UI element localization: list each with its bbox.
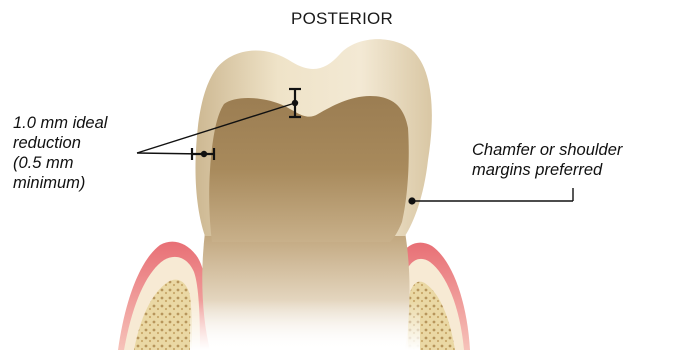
reduction-line-4: minimum) xyxy=(13,173,107,193)
margins-line-1: Chamfer or shoulder xyxy=(472,140,622,160)
reduction-line-1: 1.0 mm ideal xyxy=(13,113,107,133)
margin-leader-line xyxy=(412,188,573,201)
margins-annotation: Chamfer or shoulder margins preferred xyxy=(472,140,622,180)
root-fade xyxy=(190,300,420,350)
margin-marker-dot xyxy=(408,197,415,204)
reduction-annotation: 1.0 mm ideal reduction (0.5 mm minimum) xyxy=(13,113,107,193)
reduction-line-3: (0.5 mm xyxy=(13,153,107,173)
reduction-line-2: reduction xyxy=(13,133,107,153)
prepared-tooth-core xyxy=(209,96,409,242)
margins-line-2: margins preferred xyxy=(472,160,622,180)
